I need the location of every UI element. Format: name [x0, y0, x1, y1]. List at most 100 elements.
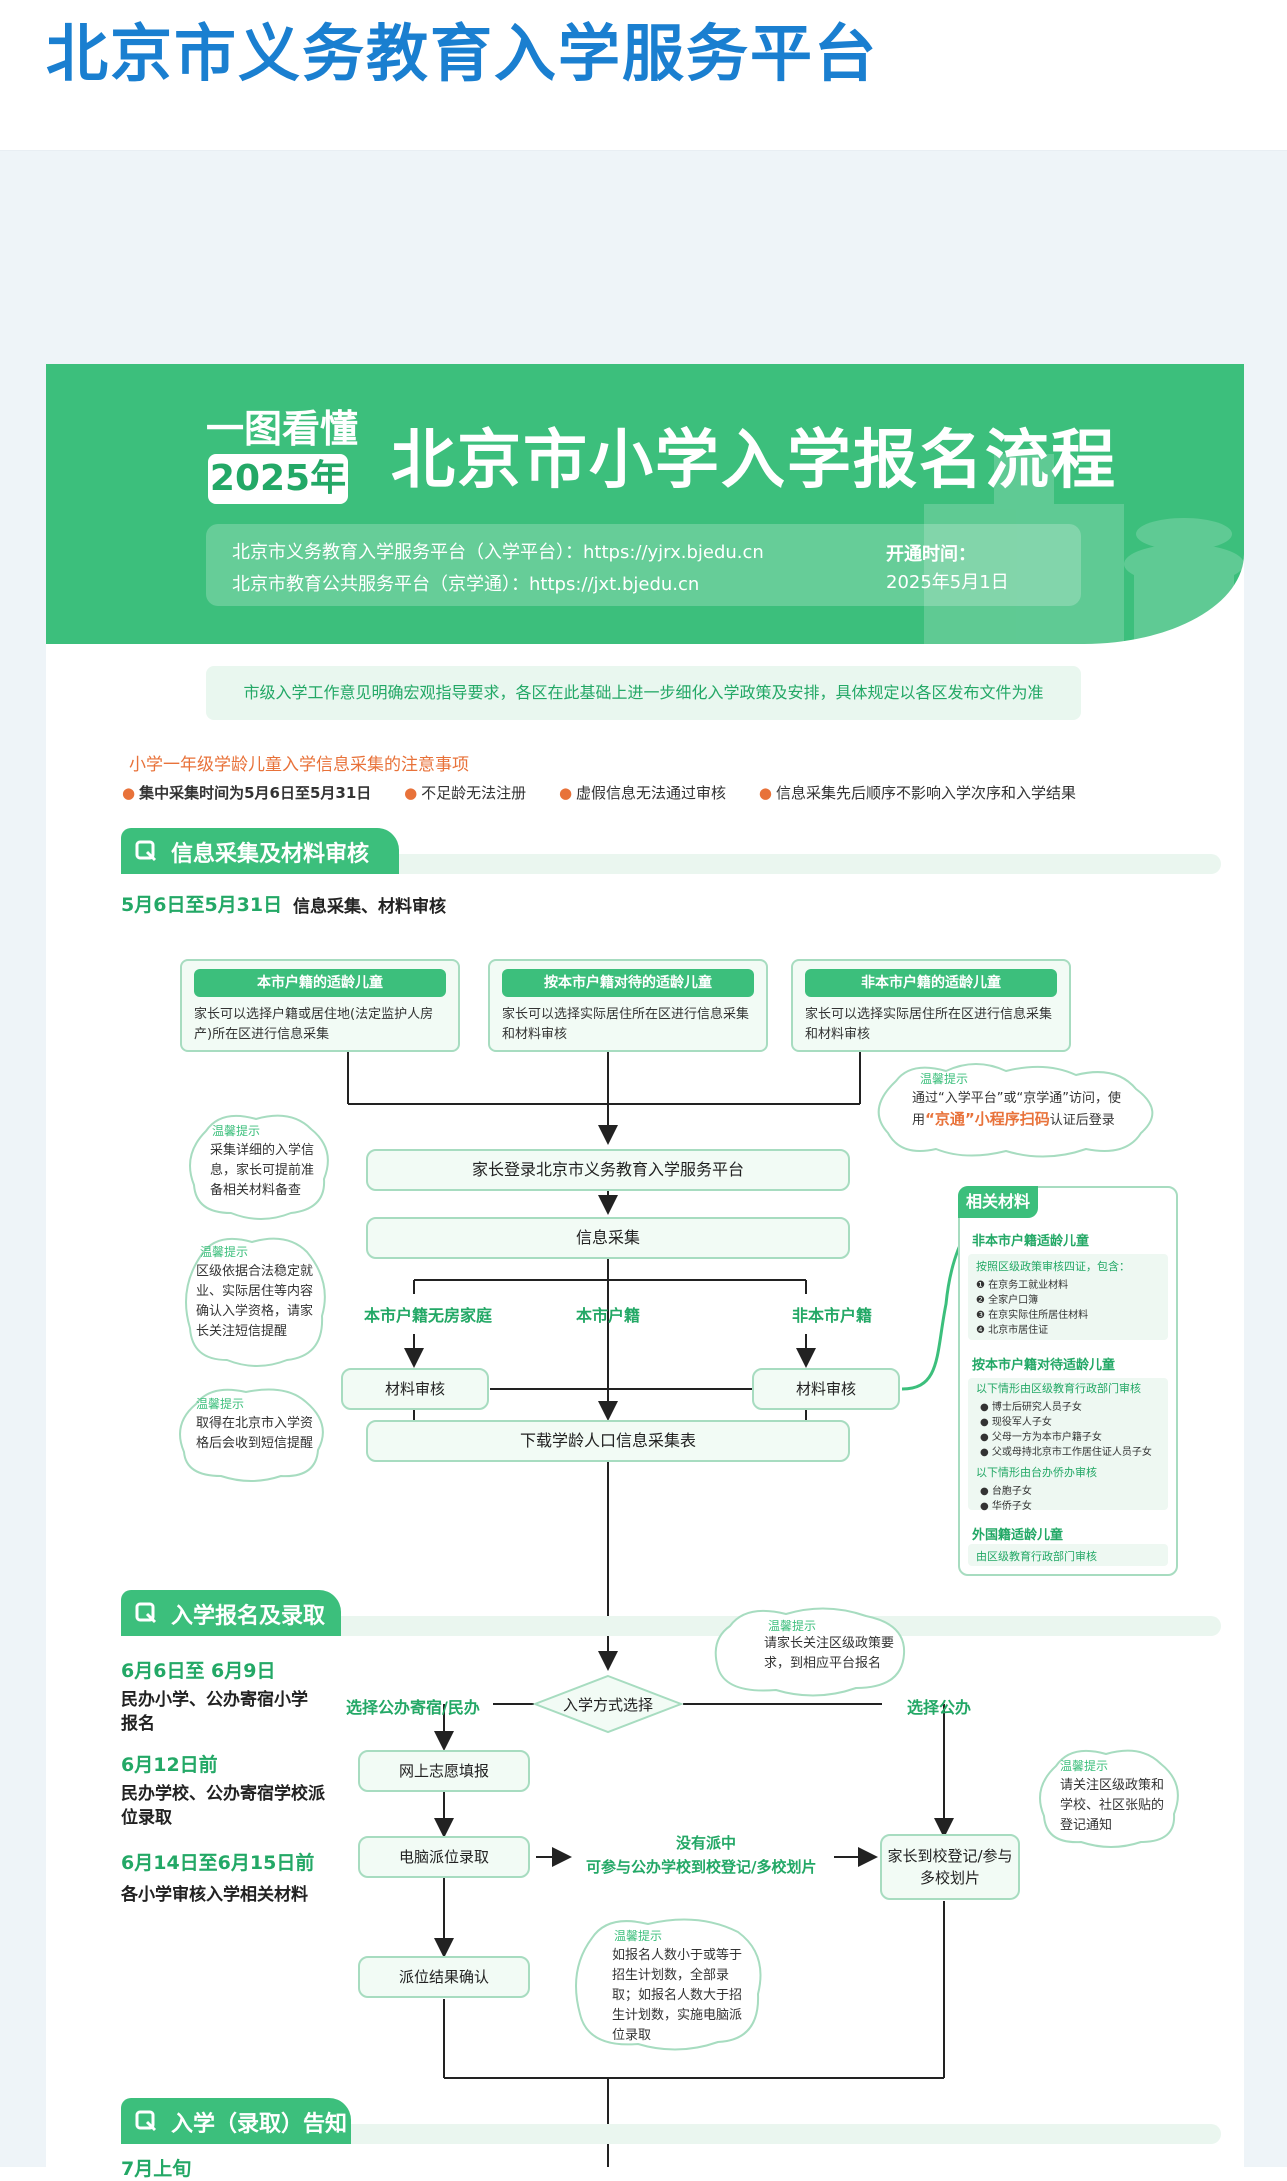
section-1-title: 信息采集及材料审核 — [171, 842, 370, 867]
temple-silhouette-icon — [924, 454, 1244, 644]
materials-group-sub: 由区级教育行政部门审核 — [976, 1550, 1097, 1563]
choose-public-label: 选择公办 — [907, 1698, 972, 1717]
step-online-apply: 网上志愿填报 — [358, 1750, 530, 1792]
tip-body: 如报名人数小于或等于招生计划数，全部录取；如报名人数大于招生计划数，实施电脑派位… — [612, 1948, 743, 2043]
audit-right: 材料审核 — [752, 1368, 900, 1410]
attention-item: ●虚假信息无法通过审核 — [558, 784, 727, 802]
open-time-value: 2025年5月1日 — [886, 572, 1009, 593]
card-head: 本市户籍的适龄儿童 — [194, 969, 446, 997]
tip-sms: 温馨提示 取得在北京市入学资格后会收到短信提醒 — [176, 1384, 331, 1484]
open-time-label: 开通时间： — [886, 544, 976, 565]
tip-head: 温馨提示 — [1060, 1759, 1109, 1773]
materials-item: ● 华侨子女 — [980, 1501, 1032, 1512]
attention-item: ●不足龄无法注册 — [404, 784, 527, 802]
materials-group-title: 外国籍适龄儿童 — [972, 1528, 1064, 1543]
materials-group-title: 非本市户籍适龄儿童 — [972, 1234, 1090, 1249]
tip-head: 温馨提示 — [768, 1619, 817, 1633]
site-header: 北京市义务教育入学服务平台 — [0, 0, 1287, 151]
search-doc-icon — [135, 1602, 157, 1624]
poster-kicker: 一图看懂 — [206, 407, 359, 451]
tip-body: 请家长关注区级政策要求，到相应平台报名 — [764, 1636, 895, 1671]
s2-date-1: 6月6日至 6月9日 — [121, 1660, 276, 1682]
tip-head: 温馨提示 — [920, 1072, 969, 1086]
step-download: 下载学龄人口信息采集表 — [366, 1420, 850, 1462]
no-dispatch-label: 没有派中 — [676, 1834, 737, 1852]
audit-left: 材料审核 — [341, 1368, 489, 1410]
tip-lottery: 温馨提示 如报名人数小于或等于招生计划数，全部录取；如报名人数大于招生计划数，实… — [568, 1914, 768, 2054]
s2-text-2: 民办学校、公办寄宿学校派位录取 — [121, 1784, 325, 1828]
s2-date-2: 6月12日前 — [121, 1754, 218, 1776]
card-body: 家长可以选择实际居住所在区进行信息采集和材料审核 — [805, 1007, 1053, 1042]
materials-group-sub: 以下情形由台办侨办审核 — [976, 1466, 1097, 1479]
section-2-title: 入学报名及录取 — [171, 1604, 326, 1629]
card-body: 家长可以选择实际居住所在区进行信息采集和材料审核 — [502, 1007, 750, 1042]
materials-item: ● 博士后研究人员子女 — [980, 1402, 1082, 1413]
card-treated-local: 按本市户籍对待的适龄儿童 家长可以选择实际居住所在区进行信息采集和材料审核 — [488, 959, 768, 1052]
materials-panel: 相关材料 非本市户籍适龄儿童 按照区级政策审核四证，包含： ❶ 在京务工就业材料… — [958, 1186, 1178, 1576]
tip-login: 温馨提示 通过“入学平台”或“京学通”访问，使用“京通”小程序扫码认证后登录 — [866, 1061, 1166, 1161]
poster-banner: 一图看懂 2025年 北京市小学入学报名流程 北京市义务教育入学服务平台（入学平… — [46, 364, 1244, 644]
year-badge: 2025年 — [208, 454, 348, 504]
choose-private-label: 选择公办寄宿/民办 — [346, 1698, 480, 1717]
branch-local: 本市户籍 — [576, 1306, 641, 1325]
card-body: 家长可以选择户籍或居住地(法定监护人房产)所在区进行信息采集 — [194, 1007, 434, 1042]
platform-url-line-2: 北京市教育公共服务平台（京学通）：https://jxt.bjedu.cn — [232, 574, 700, 595]
section-3-header: 入学（录取）告知 — [121, 2098, 1221, 2144]
attention-list: ●集中采集时间为5月6日至5月31日 ●不足龄无法注册 ●虚假信息无法通过审核 … — [122, 782, 1104, 803]
section-1-desc: 信息采集、材料审核 — [293, 897, 446, 917]
tip-head: 温馨提示 — [196, 1397, 245, 1411]
attention-title: 小学一年级学龄儿童入学信息采集的注意事项 — [129, 755, 469, 775]
card-head: 非本市户籍的适龄儿童 — [805, 969, 1057, 997]
tip-notice: 温馨提示 请关注区级政策和学校、社区张贴的登记通知 — [1036, 1744, 1186, 1852]
s2-text-3: 各小学审核入学相关材料 — [121, 1885, 308, 1905]
materials-item: ❷ 全家户口簿 — [976, 1295, 1039, 1306]
materials-item: ● 父或母持北京市工作居住证人员子女 — [980, 1447, 1152, 1458]
materials-item: ● 台胞子女 — [980, 1486, 1032, 1497]
choose-diamond — [532, 1674, 684, 1734]
tip-prepare: 温馨提示 采集详细的入学信息，家长可提前准备相关材料备查 — [186, 1109, 336, 1224]
platform-url-line-1: 北京市义务教育入学服务平台（入学平台）：https://yjrx.bjedu.c… — [232, 542, 764, 563]
materials-item: ● 现役军人子女 — [980, 1417, 1052, 1428]
tip-platform: 温馨提示 请家长关注区级政策要求，到相应平台报名 — [706, 1604, 916, 1700]
tip-head: 温馨提示 — [614, 1929, 663, 1943]
choose-label: 入学方式选择 — [562, 1696, 653, 1714]
card-head: 按本市户籍对待的适龄儿童 — [502, 969, 754, 997]
step-collect: 信息采集 — [366, 1217, 850, 1259]
attention-item: ●集中采集时间为5月6日至5月31日 — [122, 784, 372, 802]
tip-body: 采集详细的入学信息，家长可提前准备相关材料备查 — [210, 1143, 315, 1198]
platform-info-box: 北京市义务教育入学服务平台（入学平台）：https://yjrx.bjedu.c… — [206, 524, 1081, 606]
tip-body: 区级依据合法稳定就业、实际居住等内容确认入学资格，请家长关注短信提醒 — [196, 1264, 314, 1339]
tip-body: 通过“入学平台”或“京学通”访问，使用“京通”小程序扫码认证后登录 — [912, 1091, 1121, 1128]
site-title[interactable]: 北京市义务教育入学服务平台 — [46, 17, 879, 90]
tip-head: 温馨提示 — [200, 1245, 249, 1259]
materials-group-sub: 按照区级政策审核四证，包含： — [976, 1260, 1130, 1273]
section-2-header: 入学报名及录取 — [121, 1590, 1221, 1636]
search-doc-icon — [135, 2110, 157, 2132]
card-nonlocal: 非本市户籍的适龄儿童 家长可以选择实际居住所在区进行信息采集和材料审核 — [791, 959, 1071, 1052]
tip-body: 取得在北京市入学资格后会收到短信提醒 — [196, 1416, 314, 1451]
section-3-title: 入学（录取）告知 — [171, 2112, 348, 2137]
step-login: 家长登录北京市义务教育入学服务平台 — [366, 1149, 850, 1191]
poster-title: 北京市小学入学报名流程 — [391, 424, 1117, 498]
tip-body: 请关注区级政策和学校、社区张贴的登记通知 — [1060, 1778, 1165, 1833]
search-doc-icon — [135, 840, 157, 862]
s2-date-3: 6月14日至6月15日前 — [121, 1852, 315, 1874]
materials-group-title: 按本市户籍对待适龄儿童 — [972, 1358, 1116, 1373]
step-computer-dispatch: 电脑派位录取 — [358, 1836, 530, 1878]
materials-item: ❸ 在京实际住所居住材料 — [976, 1310, 1089, 1321]
no-dispatch-desc: 可参与公办学校到校登记/多校划片 — [586, 1858, 817, 1876]
materials-item: ❶ 在京务工就业材料 — [976, 1280, 1069, 1291]
materials-tab: 相关材料 — [958, 1186, 1038, 1218]
section-1-header: 信息采集及材料审核 — [121, 828, 1221, 874]
card-local-hukou: 本市户籍的适龄儿童 家长可以选择户籍或居住地(法定监护人房产)所在区进行信息采集 — [180, 959, 460, 1052]
materials-group-sub: 以下情形由区级教育行政部门审核 — [976, 1382, 1141, 1395]
branch-no-house: 本市户籍无房家庭 — [364, 1306, 493, 1325]
section-1-date: 5月6日至5月31日 — [121, 894, 283, 916]
infographic-poster: 一图看懂 2025年 北京市小学入学报名流程 北京市义务教育入学服务平台（入学平… — [46, 364, 1244, 2180]
s3-date: 7月上旬 — [121, 2158, 192, 2180]
policy-notice: 市级入学工作意见明确宏观指导要求，各区在此基础上进一步细化入学政策及安排，具体规… — [206, 666, 1081, 720]
branch-nonlocal: 非本市户籍 — [792, 1306, 873, 1325]
tip-qualification: 温馨提示 区级依据合法稳定就业、实际居住等内容确认入学资格，请家长关注短信提醒 — [182, 1232, 332, 1372]
step-school-register: 家长到校登记/参与多校划片 — [880, 1834, 1020, 1900]
attention-item: ●信息采集先后顺序不影响入学次序和入学结果 — [758, 784, 1076, 802]
